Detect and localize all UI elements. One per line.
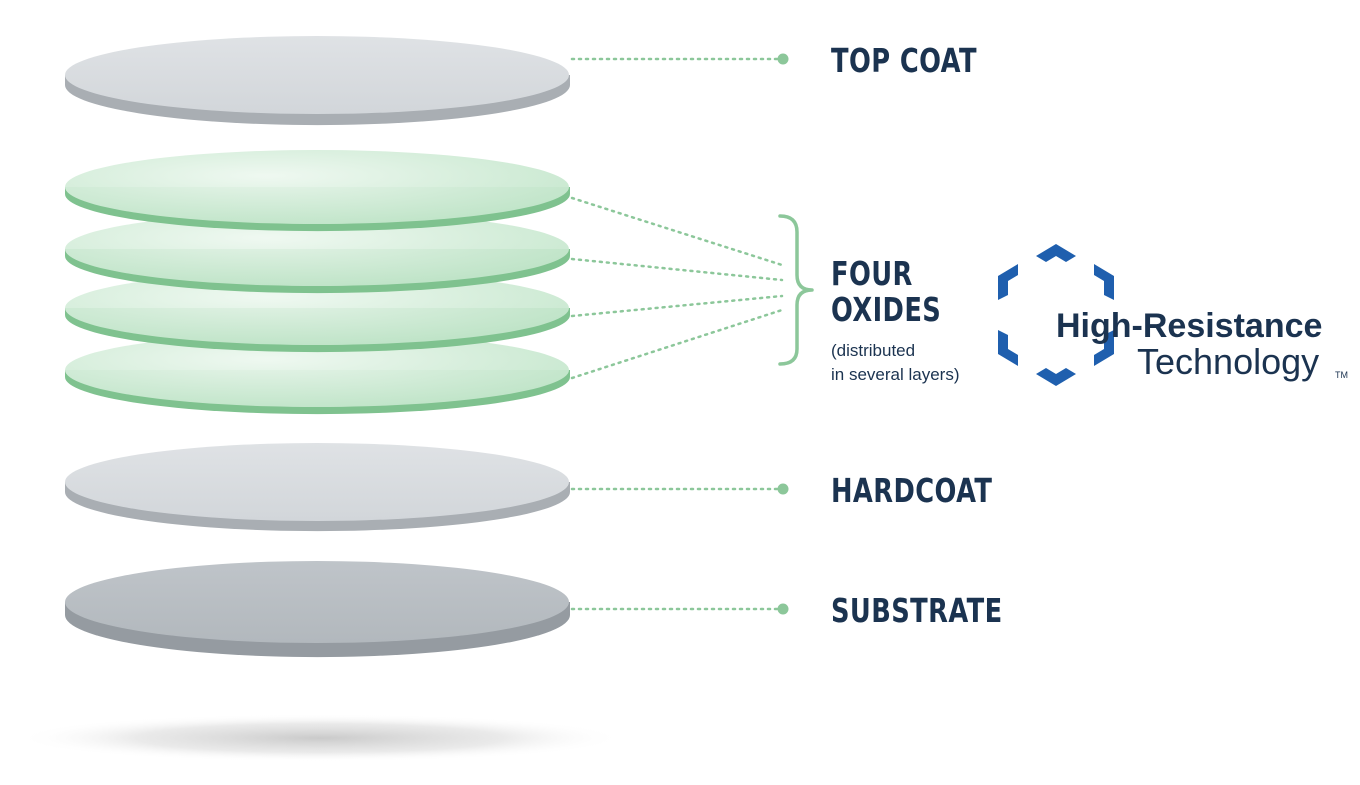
- connector-oxides: [570, 196, 784, 380]
- oxides-brace: [778, 214, 814, 366]
- logo-line-1: High-Resistance: [1056, 307, 1323, 345]
- hexagon-logo-icon: [998, 244, 1114, 386]
- oxide-disc-2: [65, 212, 570, 294]
- connector-hardcoat: [570, 483, 789, 495]
- substrate-disc: [65, 561, 570, 658]
- floor-shadow: [15, 714, 625, 762]
- four-label: FOUR: [831, 254, 913, 293]
- substrate-label: SUBSTRATE: [831, 591, 1003, 630]
- oxides-note-line-2: in several layers): [831, 365, 960, 384]
- hardcoat-disc: [65, 443, 570, 532]
- top-coat-disc: [65, 36, 570, 126]
- connector-substrate: [570, 603, 789, 615]
- logo-line-2: Technology: [1137, 341, 1320, 382]
- logo-trademark: TM: [1335, 370, 1348, 380]
- oxide-disc-3: [65, 271, 570, 353]
- oxides-note-line-1: (distributed: [831, 341, 916, 360]
- top-coat-label: TOP COAT: [831, 41, 977, 80]
- oxide-disc-1: [65, 150, 570, 232]
- oxide-disc-4: [65, 333, 570, 415]
- hardcoat-label: HARDCOAT: [831, 471, 993, 510]
- oxides-label: OXIDES: [831, 290, 942, 329]
- connector-top-coat: [570, 53, 789, 65]
